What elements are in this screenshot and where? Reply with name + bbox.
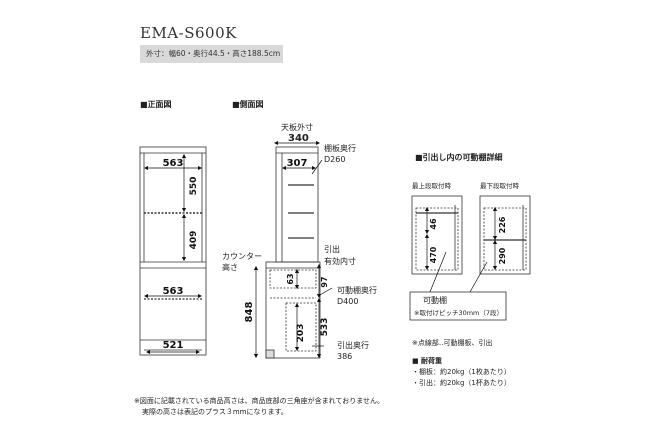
shelf-depth-value: D260 <box>324 155 346 164</box>
detail-bottom-drawing <box>479 195 531 275</box>
side-counter-height: 848 <box>244 302 255 323</box>
detail-bottom-label: 最下段取付時 <box>480 182 519 190</box>
top-board-value: 340 <box>288 133 309 144</box>
load-heading: ■ 耐荷重 <box>412 357 443 365</box>
top-board-label: 天板外寸 <box>281 123 313 132</box>
front-bottom-width: 521 <box>163 340 184 351</box>
drawer-inner-label: 引出 <box>324 245 340 254</box>
front-upper-height: 550 <box>189 177 199 196</box>
side-view-drawing <box>265 146 321 359</box>
front-top-width: 563 <box>163 158 184 169</box>
model-title: EMA-S600K <box>140 24 237 42</box>
drawer-inner-label-2: 有効内寸 <box>324 257 356 266</box>
detail-top-46: 46 <box>429 218 438 230</box>
side-drawer-97: 97 <box>320 276 329 287</box>
detail-bottom-226: 226 <box>498 216 507 233</box>
side-shelf-depth-dim: 307 <box>287 158 308 169</box>
movable-shelf-depth-value: D400 <box>337 297 359 306</box>
movable-shelf-box <box>409 291 507 321</box>
load-drawer: ・引出：約20kg（1杯あたり） <box>412 379 511 387</box>
side-view-heading: ■側面図 <box>232 100 264 109</box>
front-outline <box>139 146 207 356</box>
load-shelf: ・棚板：約20kg（1枚あたり） <box>412 368 511 376</box>
front-view-heading: ■正面図 <box>140 100 172 109</box>
dotted-note: ※点線部‥可動棚板、引出 <box>412 339 493 347</box>
spec-box: 外寸：幅60・奥行44.5・高さ188.5cm <box>140 45 283 63</box>
front-lower-height: 409 <box>189 231 199 250</box>
front-drawer-width: 563 <box>163 286 184 297</box>
shelf-depth-label: 棚板奥行 <box>324 144 356 153</box>
counter-label-2: 高さ <box>222 263 238 272</box>
detail-top-470: 470 <box>429 246 438 263</box>
movable-shelf-title: 可動棚 <box>423 296 447 305</box>
drawer-depth-value: 386 <box>337 352 353 361</box>
movable-shelf-note: ※取付けピッチ30mm（7段） <box>414 309 504 317</box>
drawer-depth-label: 引出奥行 <box>337 341 369 350</box>
counter-label: カウンター <box>222 252 262 261</box>
side-lower-533: 533 <box>320 318 330 337</box>
side-drawer-63: 63 <box>286 273 295 284</box>
footnote-1: ※図面に記載されている商品高さは、商品底部の三角座が含まれておりません。 <box>134 397 385 405</box>
detail-top-label: 最上段取付時 <box>412 182 451 190</box>
detail-bottom-290: 290 <box>498 247 507 264</box>
drawer-detail-heading: ■引出し内の可動棚詳細 <box>415 153 503 162</box>
side-drawer-203: 203 <box>296 324 306 343</box>
footnote-2: 実際の高さは表記のプラス３mmになります。 <box>142 408 288 416</box>
movable-shelf-depth-label: 可動棚奥行 <box>337 286 377 295</box>
